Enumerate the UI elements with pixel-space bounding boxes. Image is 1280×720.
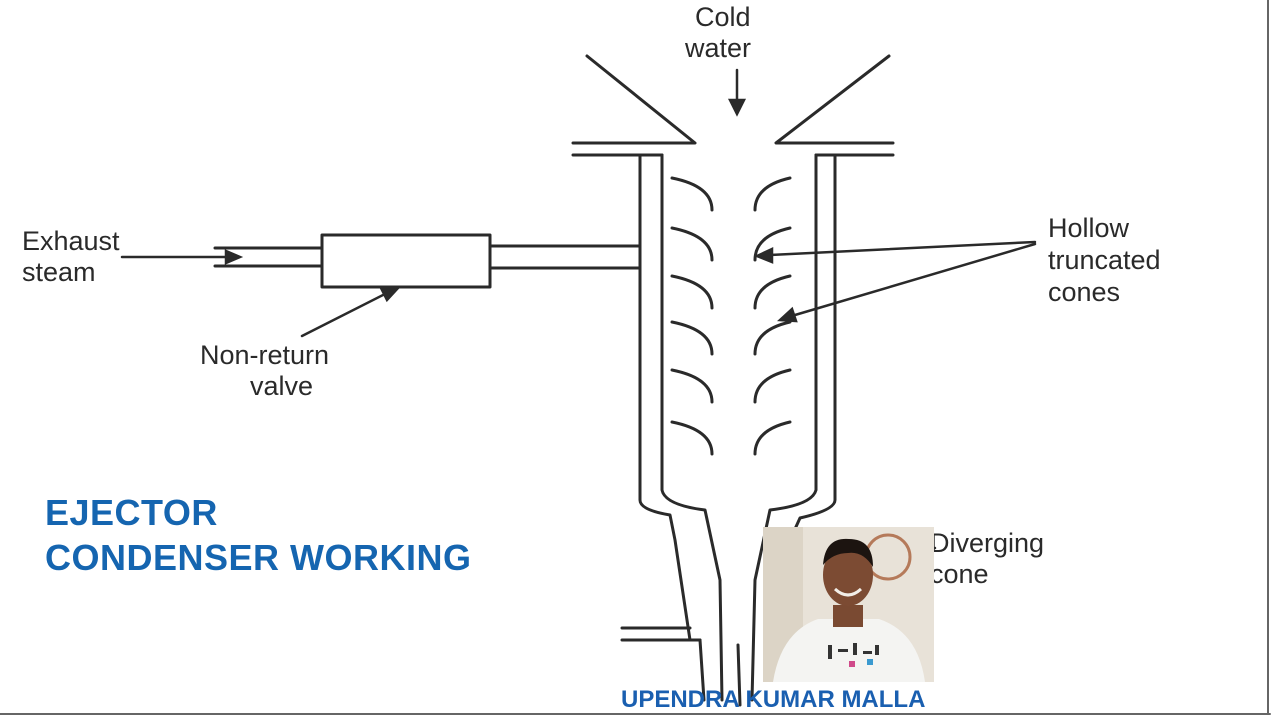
- body-inner-left: [660, 153, 724, 702]
- valve-arrow-head: [378, 286, 401, 303]
- tail-pipe-right: [736, 643, 742, 707]
- cone-arrow-1-shaft: [768, 240, 1037, 257]
- body-outer-left: [638, 153, 692, 642]
- cone-arrow-2-head: [776, 306, 798, 323]
- cold-water-label: Cold water: [685, 2, 752, 63]
- cone-arc-left: [670, 176, 714, 212]
- cone-arc-right: [753, 368, 792, 404]
- non-return-valve-label: Non-return valve: [200, 340, 330, 401]
- funnel-left: [571, 54, 697, 145]
- cone-arc-left: [670, 368, 714, 404]
- body-outer-right: [788, 153, 837, 542]
- cone-arc-right: [753, 176, 792, 212]
- cone-arrow-1-head: [753, 247, 774, 264]
- title-line-1: EJECTOR: [45, 492, 218, 533]
- funnel-right: [774, 54, 895, 145]
- cone-arc-right: [753, 274, 792, 310]
- cone-arc-left: [670, 226, 714, 262]
- cone-arc-left: [670, 274, 714, 310]
- exhaust-steam-label: Exhaust steam: [22, 226, 120, 287]
- author-name: UPENDRA KUMAR MALLA: [621, 686, 926, 713]
- person-photo-icon: [763, 527, 934, 682]
- non-return-valve-box: [320, 233, 492, 289]
- cold-water-arrow-head: [727, 98, 747, 117]
- body-inner-right: [750, 153, 818, 702]
- hollow-cones-label: Hollow truncated cones: [1048, 213, 1161, 307]
- steam-arrow-head: [224, 249, 244, 265]
- cone-arc-left: [670, 320, 714, 356]
- valve-arrow-shaft: [300, 292, 387, 338]
- cone-arc-right: [753, 420, 792, 456]
- tail-pipe-left: [698, 638, 706, 702]
- cone-arc-right: [753, 320, 792, 356]
- title-line-2: CONDENSER WORKING: [45, 537, 472, 578]
- cone-arrow-2-shaft: [793, 242, 1037, 317]
- cone-arc-left: [670, 420, 714, 456]
- diverging-cone-label: Diverging cone: [930, 528, 1045, 589]
